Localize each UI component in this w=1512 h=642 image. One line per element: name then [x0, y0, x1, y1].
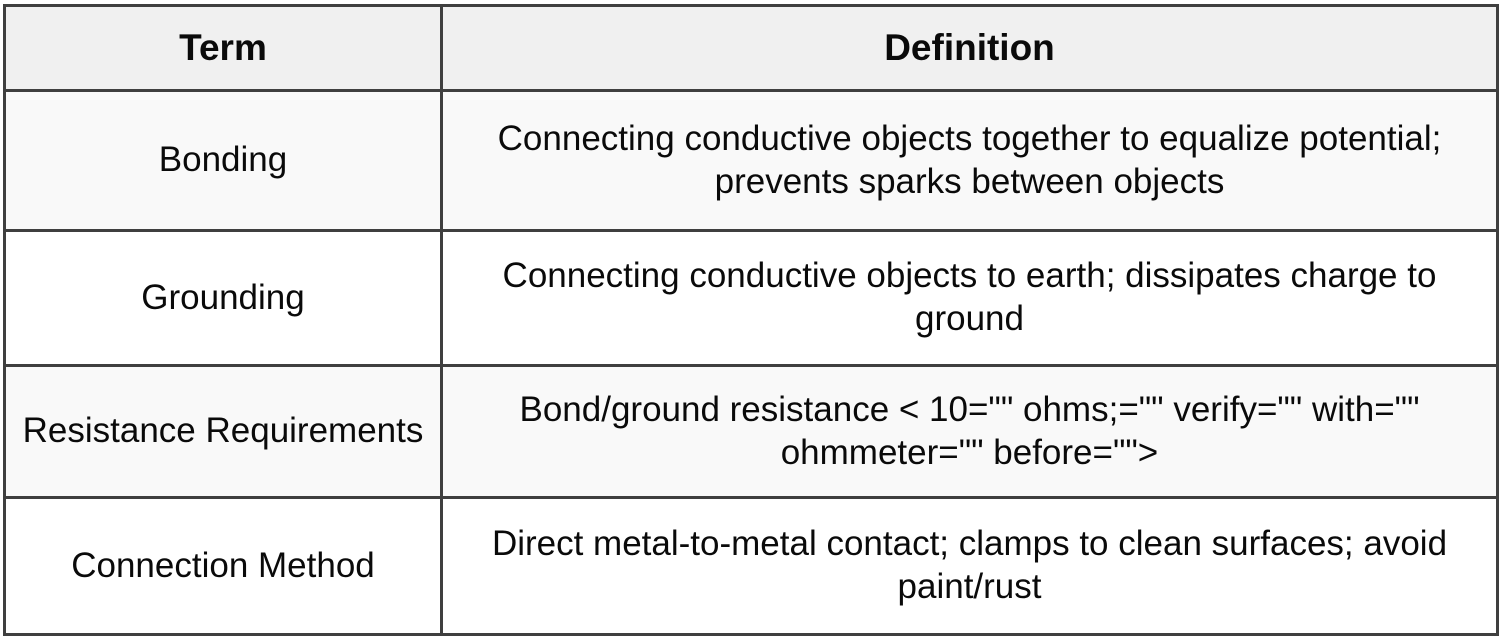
term-cell-bonding: Bonding	[3, 89, 443, 232]
definition-cell-resistance-requirements: Bond/ground resistance < 10="" ohms;="" …	[440, 364, 1499, 499]
column-header-definition: Definition	[440, 4, 1499, 92]
table-row: Resistance Requirements Bond/ground resi…	[3, 364, 1499, 499]
table-header-row: Term Definition	[3, 4, 1499, 92]
terms-definitions-table: Term Definition Bonding Connecting condu…	[3, 4, 1499, 636]
term-cell-connection-method: Connection Method	[3, 496, 443, 636]
definitions-table-container: Term Definition Bonding Connecting condu…	[3, 4, 1499, 636]
table-row: Connection Method Direct metal-to-metal …	[3, 496, 1499, 636]
term-cell-grounding: Grounding	[3, 229, 443, 367]
definition-cell-grounding: Connecting conductive objects to earth; …	[440, 229, 1499, 367]
table-row: Grounding Connecting conductive objects …	[3, 229, 1499, 367]
column-header-term: Term	[3, 4, 443, 92]
table-header: Term Definition	[3, 4, 1499, 92]
table-row: Bonding Connecting conductive objects to…	[3, 89, 1499, 232]
table-body: Bonding Connecting conductive objects to…	[3, 89, 1499, 636]
definition-cell-connection-method: Direct metal-to-metal contact; clamps to…	[440, 496, 1499, 636]
definition-cell-bonding: Connecting conductive objects together t…	[440, 89, 1499, 232]
term-cell-resistance-requirements: Resistance Requirements	[3, 364, 443, 499]
